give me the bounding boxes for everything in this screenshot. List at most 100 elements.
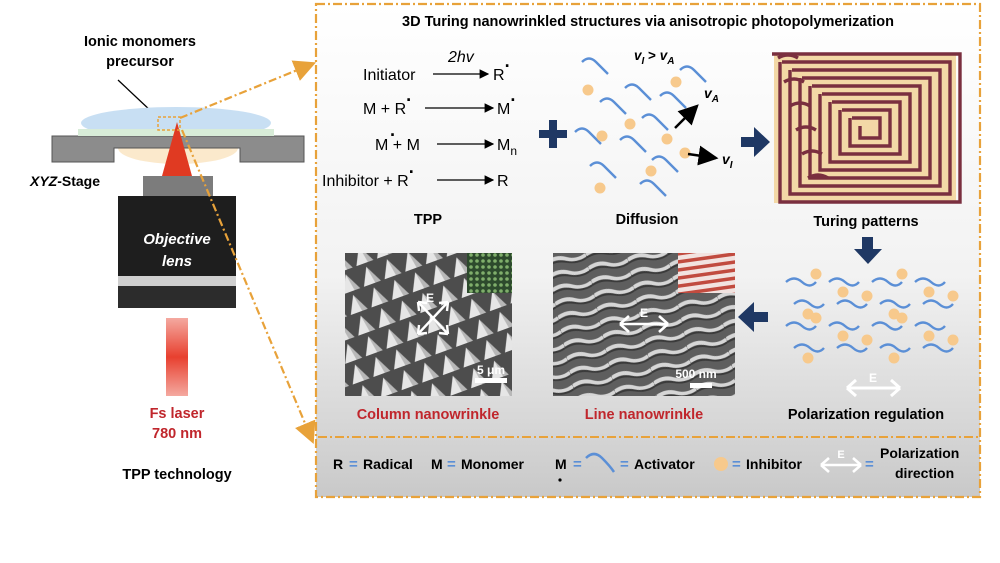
activator-squiggle bbox=[619, 135, 647, 153]
activator-squiggle bbox=[793, 343, 825, 353]
turing-stripe bbox=[772, 52, 962, 204]
laser-label-line2: 780 nm bbox=[152, 426, 202, 442]
inhibitor-dot bbox=[802, 352, 814, 364]
inhibitor-dot bbox=[888, 352, 900, 364]
tpp-label: TPP bbox=[414, 212, 443, 228]
inhibitor-dot bbox=[837, 286, 849, 298]
inhibitor-velocity-arrow bbox=[687, 145, 719, 166]
activator-squiggle bbox=[581, 57, 609, 75]
activator-squiggle bbox=[589, 161, 617, 179]
inhibitor-dot bbox=[861, 334, 873, 346]
inhibitor-dot bbox=[896, 312, 908, 324]
activator-squiggle bbox=[871, 277, 903, 287]
legend-m-eq: = bbox=[447, 456, 456, 473]
polarization-e-arrow: E bbox=[846, 371, 901, 398]
activator-squiggle bbox=[639, 179, 667, 197]
inhibitor-dot bbox=[594, 182, 606, 194]
precursor-label-line2: precursor bbox=[106, 54, 174, 70]
line-nanowrinkle-label: Line nanowrinkle bbox=[585, 407, 703, 423]
turing-stripe bbox=[795, 125, 817, 132]
plus-icon bbox=[539, 120, 567, 148]
precursor-pointer bbox=[117, 79, 153, 113]
stage-label-rest: -Stage bbox=[57, 173, 100, 189]
column-inset bbox=[467, 253, 512, 293]
activator-squiggle bbox=[785, 321, 817, 331]
line-scalebar bbox=[690, 383, 712, 388]
activator-squiggle bbox=[641, 113, 669, 131]
lens-label-line2: lens bbox=[162, 253, 192, 270]
inhibitor-dot bbox=[947, 290, 959, 302]
turing-stripe bbox=[807, 173, 829, 180]
inhibitor-dot bbox=[582, 84, 594, 96]
activator-squiggle bbox=[914, 277, 946, 287]
activator-squiggle bbox=[879, 299, 911, 309]
inhibitor-dot bbox=[837, 330, 849, 342]
inhibitor-dot bbox=[624, 118, 636, 130]
reaction4-right: R bbox=[497, 173, 509, 190]
column-nanowrinkle-sem: E 5 μm bbox=[345, 253, 512, 396]
reaction1-right: R· bbox=[493, 56, 511, 84]
inhibitor-dot bbox=[810, 268, 822, 280]
activator-squiggle bbox=[879, 343, 911, 353]
turing-stripe bbox=[842, 108, 892, 148]
inhibitor-velocity-label: vI bbox=[722, 151, 733, 171]
turing-pattern-image bbox=[772, 52, 962, 204]
polarization-particles bbox=[785, 268, 959, 364]
arrow-to-line-wrinkle bbox=[738, 302, 768, 332]
inhibitor-dot bbox=[679, 147, 691, 159]
stage-label-italic: XYZ bbox=[29, 173, 58, 189]
diffusion-label: Diffusion bbox=[616, 212, 679, 228]
reaction3-left: M + M bbox=[375, 137, 420, 154]
objective-base bbox=[118, 286, 236, 308]
inhibitor-dot bbox=[923, 330, 935, 342]
activator-squiggle bbox=[922, 299, 954, 309]
legend-activator-squiggle bbox=[585, 452, 616, 473]
activator-squiggle bbox=[785, 277, 817, 287]
diffusion-illustration: vI > vA vA vI bbox=[574, 48, 733, 197]
activator-velocity-arrow bbox=[674, 104, 699, 129]
column-e-symbol: E bbox=[426, 291, 434, 305]
legend-m-symbol: M bbox=[431, 456, 443, 472]
reaction4-left: Inhibitor + R· bbox=[322, 162, 415, 190]
reaction3-left-dot: · bbox=[390, 125, 396, 145]
legend-polarization-arrow bbox=[820, 457, 862, 473]
reaction3-right: Mn bbox=[497, 137, 517, 158]
inhibitor-dot bbox=[947, 334, 959, 346]
laser-beam bbox=[166, 318, 188, 396]
polarization-e-symbol: E bbox=[869, 371, 877, 385]
activator-squiggle bbox=[793, 299, 825, 309]
turing-stripe bbox=[802, 76, 932, 180]
legend-inhibitor-text: Inhibitor bbox=[746, 456, 803, 472]
turing-label: Turing patterns bbox=[813, 214, 918, 230]
legend-mdot-eq: = bbox=[573, 456, 582, 473]
polarization-label: Polarization regulation bbox=[788, 407, 944, 423]
focus-marker bbox=[157, 116, 181, 131]
legend-e-symbol: E bbox=[837, 449, 844, 461]
activator-squiggle bbox=[651, 155, 679, 173]
reaction1-left: Initiator bbox=[363, 67, 416, 84]
activator-squiggle bbox=[836, 299, 868, 309]
focused-beam bbox=[162, 122, 192, 176]
objective-band bbox=[118, 276, 236, 286]
inhibitor-dot bbox=[923, 286, 935, 298]
reaction1-energy: 2hv bbox=[447, 49, 475, 66]
activator-squiggle bbox=[828, 277, 860, 287]
lens-label-line1: Objective bbox=[143, 231, 211, 248]
turing-stripe bbox=[783, 77, 805, 84]
legend-activator-eq: = bbox=[620, 456, 629, 473]
zoom-line-top bbox=[179, 60, 317, 120]
legend-inhibitor-dot bbox=[714, 457, 728, 471]
reaction2-left: M + R· bbox=[363, 90, 412, 118]
legend-r-text: Radical bbox=[363, 456, 413, 472]
column-scale-text: 5 μm bbox=[477, 363, 505, 377]
diffusion-speed-relation: vI > vA bbox=[634, 48, 674, 67]
inhibitor-dot bbox=[861, 290, 873, 302]
activator-squiggle bbox=[922, 343, 954, 353]
inhibitor-dot bbox=[896, 268, 908, 280]
tpp-technology-label: TPP technology bbox=[122, 467, 231, 483]
objective-top bbox=[143, 176, 213, 196]
legend: R = Radical M = Monomer M = = Activator … bbox=[333, 445, 959, 482]
inhibitor-dot bbox=[596, 130, 608, 142]
legend-inhibitor-eq: = bbox=[732, 456, 741, 473]
